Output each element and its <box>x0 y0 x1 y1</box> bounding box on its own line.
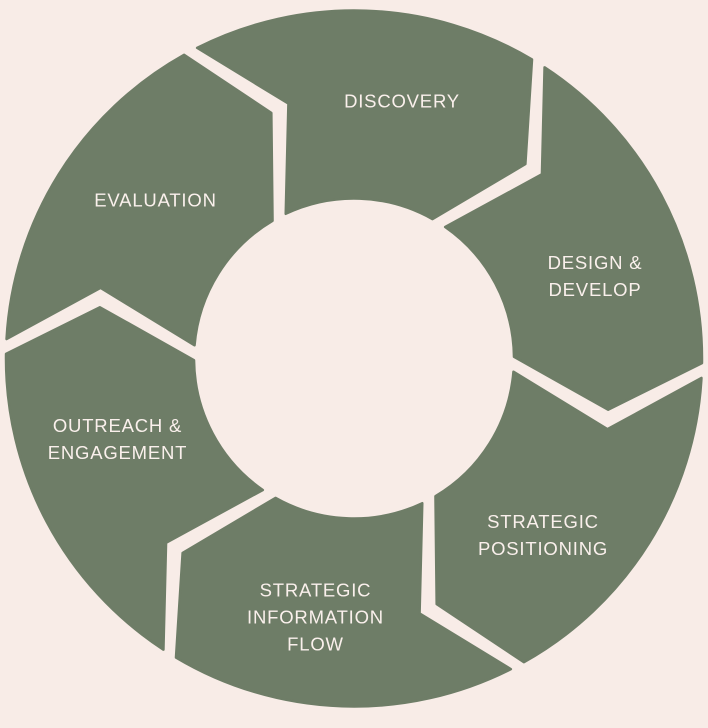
segment-evaluation <box>5 53 274 347</box>
segment-outreach-engagement <box>4 306 265 651</box>
segment-design-develop <box>443 66 704 411</box>
segment-strategic-positioning <box>434 370 703 664</box>
segment-discovery <box>195 9 534 221</box>
segment-strategic-information-flow <box>174 496 513 708</box>
